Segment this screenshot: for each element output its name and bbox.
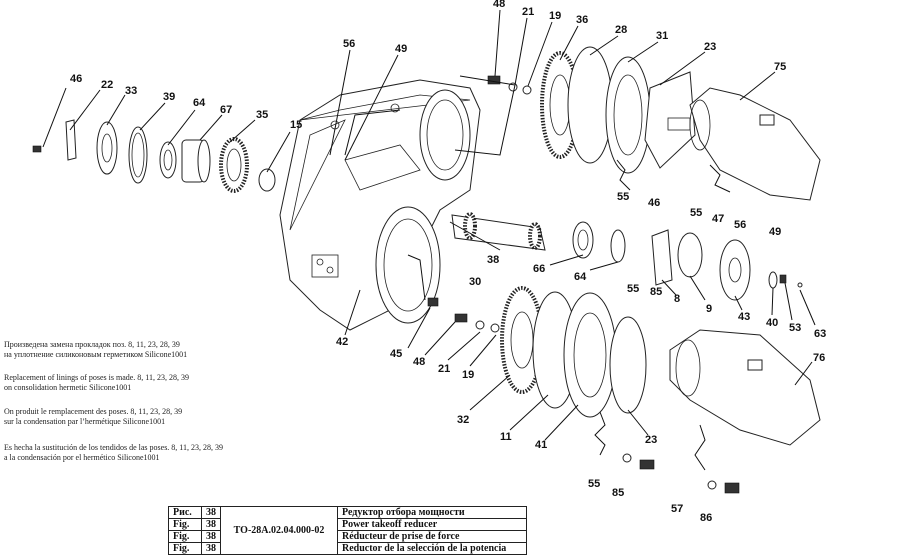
callout-55-a: 55 [617,191,629,203]
drawing-code: TO-28A.02.04.000-02 [220,506,338,555]
note-en-line-1: Replacement of linings of poses is made.… [4,373,190,382]
main-housing [279,79,481,331]
callout-15: 15 [290,119,302,131]
callout-9: 9 [706,303,712,315]
callout-43: 43 [738,311,750,323]
caption-number: 38 [201,506,221,519]
note-ru-line-2: на уплотнение силиконовым герметиком Sil… [4,350,188,359]
callout-64-mid: 64 [574,271,587,283]
note-es-line-1: Es hecha la sustitución de los tendidos … [4,443,224,452]
caption-label: Рис. [168,506,202,519]
note-es: Es hecha la sustitución de los tendidos … [4,443,223,463]
callout-28: 28 [615,24,627,36]
callout-21-low: 21 [438,363,450,375]
note-en: Replacement of linings of poses is made.… [4,373,189,393]
callout-35: 35 [256,109,268,121]
caption-label: Fig. [168,518,202,531]
note-fr-line-1: On produit le remplacement des poses. 8,… [4,407,183,416]
callout-32: 32 [457,414,469,426]
note-fr: On produit le remplacement des poses. 8,… [4,407,182,427]
callout-36: 36 [576,14,588,26]
callout-45: 45 [390,348,402,360]
callout-31: 31 [656,30,668,42]
note-ru-line-1: Произведена замена прокладок поз. 8, 11,… [4,340,180,349]
callout-56-top: 56 [343,38,355,50]
callout-46-mid: 46 [648,197,660,209]
callout-labels: 48 21 19 36 28 31 23 75 56 49 46 22 33 3… [70,0,826,524]
callout-53: 53 [789,322,801,334]
callout-55-d: 55 [588,478,600,490]
callout-42: 42 [336,336,348,348]
callout-23-low: 23 [645,434,657,446]
caption-row-es: Fig. 38 Reductor de la selección de la p… [168,542,527,555]
caption-number: 38 [201,530,221,543]
caption-title: Réducteur de prise de force [337,530,527,543]
callout-38: 38 [487,254,499,266]
callout-19-low: 19 [462,369,474,381]
callout-49-mid: 49 [769,226,781,238]
callout-85-low: 85 [612,487,624,499]
callout-64-left: 64 [193,97,206,109]
callout-66: 66 [533,263,545,275]
callout-11: 11 [500,431,512,443]
lower-motor-assembly [427,286,821,494]
note-ru: Произведена замена прокладок поз. 8, 11,… [4,340,187,360]
caption-row-en: Fig. 38 Power takeoff reducer [168,518,527,531]
callout-23-top: 23 [704,41,716,53]
callout-39: 39 [163,91,175,103]
callout-41: 41 [535,439,547,451]
callout-57: 57 [671,503,683,515]
callout-48-top: 48 [493,0,505,10]
callout-33: 33 [125,85,137,97]
note-es-line-2: a la condensación por el hermético Silic… [4,453,160,462]
callout-8: 8 [674,293,680,305]
callout-40: 40 [766,317,778,329]
caption-row-ru: Рис. 38 TO-28A.02.04.000-02 Редуктор отб… [168,506,527,555]
middle-shaft-assembly [451,212,803,301]
callout-86: 86 [700,512,712,524]
callout-47: 47 [712,213,724,225]
callout-85-mid: 85 [650,286,662,298]
callout-76: 76 [813,352,825,364]
caption-title: Редуктор отбора мощности [337,506,527,519]
caption-number: 38 [201,518,221,531]
leader-lines [42,9,816,471]
callout-63: 63 [814,328,826,340]
callout-19-top: 19 [549,10,561,22]
callout-55-b: 55 [690,207,702,219]
note-fr-line-2: sur la condensation par l’hermétique Sil… [4,417,166,426]
caption-label: Fig. [168,530,202,543]
caption-title: Power takeoff reducer [337,518,527,531]
upper-motor-assembly [487,46,821,201]
callout-75: 75 [774,61,786,73]
callout-30: 30 [469,276,481,288]
callout-56-mid: 56 [734,219,746,231]
callout-55-c: 55 [627,283,639,295]
note-en-line-2: on consolidation hermetic Silicone1001 [4,383,132,392]
caption-table: Рис. 38 TO-28A.02.04.000-02 Редуктор отб… [168,506,527,555]
callout-67: 67 [220,104,232,116]
callout-49-top: 49 [395,43,407,55]
callout-21-top: 21 [522,6,534,18]
callout-22: 22 [101,79,113,91]
left-bearing-stack [32,119,276,193]
callout-46-left: 46 [70,73,82,85]
callout-48-low: 48 [413,356,425,368]
